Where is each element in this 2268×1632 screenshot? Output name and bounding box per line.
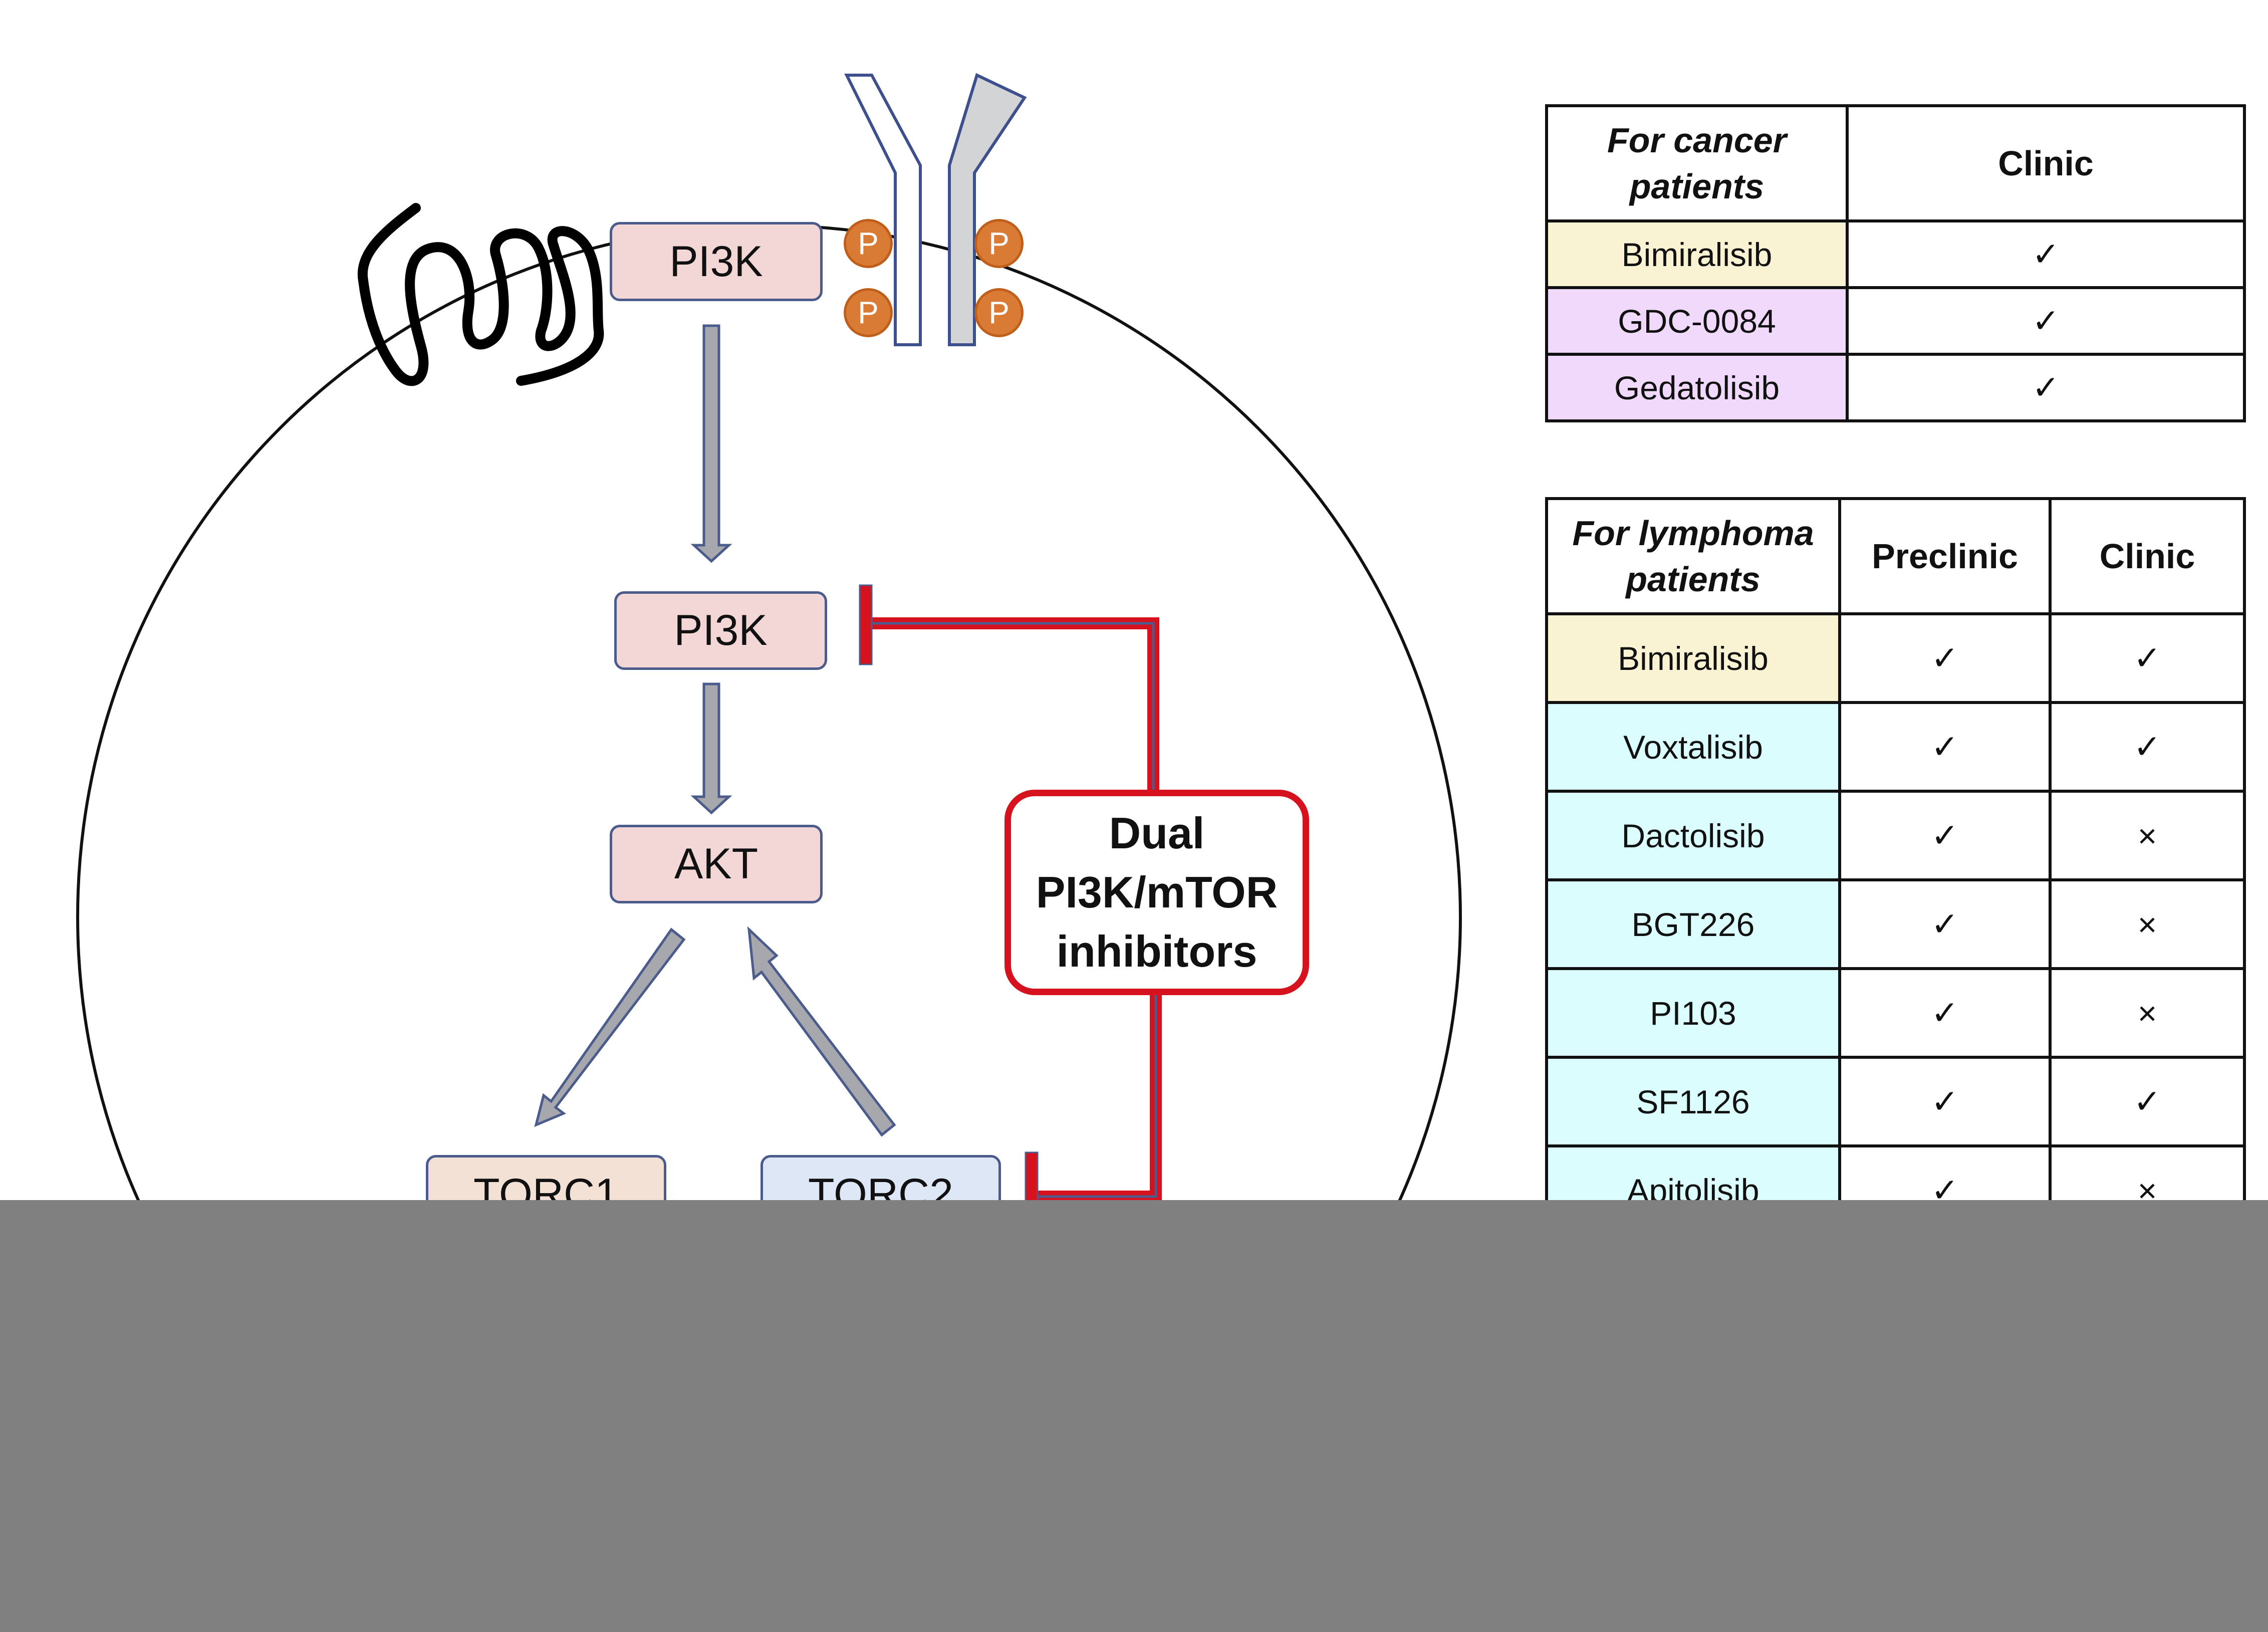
clinic-mark-cell: × bbox=[2049, 878, 2246, 970]
inhibitor-label-line3: inhibitors bbox=[1056, 926, 1257, 976]
drug-name-cell: Dactolisib bbox=[1545, 790, 1841, 881]
receptor-left-arm-icon bbox=[844, 74, 922, 346]
inhibition-lines bbox=[859, 584, 1162, 1214]
lymphoma-table-header-clinic: Clinic bbox=[2049, 497, 2246, 615]
dual-inhibitor-box: Dual PI3K/mTOR inhibitors bbox=[1004, 790, 1309, 995]
drug-name-cell: BGT226 bbox=[1545, 878, 1841, 970]
cancer-patients-table: For cancer patients Clinic Bimiralisib ✓… bbox=[1545, 104, 2246, 422]
phospho-tag: P bbox=[974, 288, 1024, 337]
phospho-tag: P bbox=[844, 288, 893, 337]
pi3k-node: PI3K bbox=[614, 591, 827, 670]
arrow-torc2-to-akt bbox=[747, 926, 896, 1137]
clinic-mark-cell: ✓ bbox=[2049, 701, 2246, 793]
drug-name-cell: Bimiralisib bbox=[1545, 612, 1841, 704]
clinic-mark-cell: × bbox=[2049, 967, 2246, 1059]
inhibition-line-to-pi3k bbox=[866, 617, 1159, 790]
clinic-mark-cell: ✓ bbox=[2049, 612, 2246, 704]
clinic-mark-cell: ✓ bbox=[2049, 1056, 2246, 1147]
lymphoma-patients-table: For lymphoma patients Preclinic Clinic B… bbox=[1545, 497, 2246, 1236]
gray-overlay bbox=[0, 1200, 2268, 1632]
inhibition-line-to-torc2 bbox=[1033, 995, 1162, 1203]
table-row: Bimiralisib ✓ bbox=[1545, 219, 2246, 289]
table-row: PI103 ✓ × bbox=[1545, 967, 2246, 1059]
cancer-table-header-clinic: Clinic bbox=[1846, 104, 2246, 222]
arrow-pi3k-to-akt bbox=[690, 682, 732, 815]
preclinic-mark-cell: ✓ bbox=[1838, 1056, 2052, 1147]
table-row: Voxtalisib ✓ ✓ bbox=[1545, 701, 2246, 793]
table-row: SF1126 ✓ ✓ bbox=[1545, 1056, 2246, 1147]
drug-name-cell: Bimiralisib bbox=[1545, 219, 1849, 289]
preclinic-mark-cell: ✓ bbox=[1838, 701, 2052, 793]
preclinic-mark-cell: ✓ bbox=[1838, 878, 2052, 970]
clinic-mark-cell: ✓ bbox=[1846, 219, 2246, 289]
preclinic-mark-cell: ✓ bbox=[1838, 612, 2052, 704]
cancer-table-header-drug: For cancer patients bbox=[1545, 104, 1849, 222]
clinic-mark-cell: ✓ bbox=[1846, 286, 2246, 356]
preclinic-mark-cell: ✓ bbox=[1838, 967, 2052, 1059]
drug-name-cell: Voxtalisib bbox=[1545, 701, 1841, 793]
table-row: BGT226 ✓ × bbox=[1545, 878, 2246, 970]
arrow-akt-to-torc1 bbox=[534, 927, 686, 1127]
clinic-mark-cell: ✓ bbox=[1846, 353, 2246, 422]
lymphoma-table-header-preclinic: Preclinic bbox=[1838, 497, 2052, 615]
phospho-tag: P bbox=[974, 219, 1024, 268]
table-header-row: For cancer patients Clinic bbox=[1545, 104, 2246, 222]
drug-name-cell: GDC-0084 bbox=[1545, 286, 1849, 356]
activation-arrows bbox=[534, 324, 896, 1137]
membrane-pi3k-node: PI3K bbox=[610, 222, 823, 301]
lymphoma-table-header-drug: For lymphoma patients bbox=[1545, 497, 1841, 615]
inhibitor-label-line2: PI3K/mTOR bbox=[1036, 867, 1278, 917]
gpcr-receptor-icon bbox=[357, 203, 604, 386]
receptor-right-arm-icon bbox=[948, 73, 1027, 346]
table-row: Gedatolisib ✓ bbox=[1545, 353, 2246, 422]
drug-name-cell: SF1126 bbox=[1545, 1056, 1841, 1147]
clinic-mark-cell: × bbox=[2049, 790, 2246, 881]
table-row: GDC-0084 ✓ bbox=[1545, 286, 2246, 356]
akt-node: AKT bbox=[610, 825, 823, 903]
arrow-pi3k-to-pi3k bbox=[690, 324, 732, 563]
table-row: Bimiralisib ✓ ✓ bbox=[1545, 612, 2246, 704]
drug-name-cell: PI103 bbox=[1545, 967, 1841, 1059]
table-row: Dactolisib ✓ × bbox=[1545, 790, 2246, 881]
inhibition-bar-pi3k bbox=[859, 584, 873, 665]
inhibitor-label-line1: Dual bbox=[1109, 808, 1205, 858]
preclinic-mark-cell: ✓ bbox=[1838, 790, 2052, 881]
drug-name-cell: Gedatolisib bbox=[1545, 353, 1849, 422]
phospho-tag: P bbox=[844, 219, 893, 268]
table-header-row: For lymphoma patients Preclinic Clinic bbox=[1545, 497, 2246, 615]
